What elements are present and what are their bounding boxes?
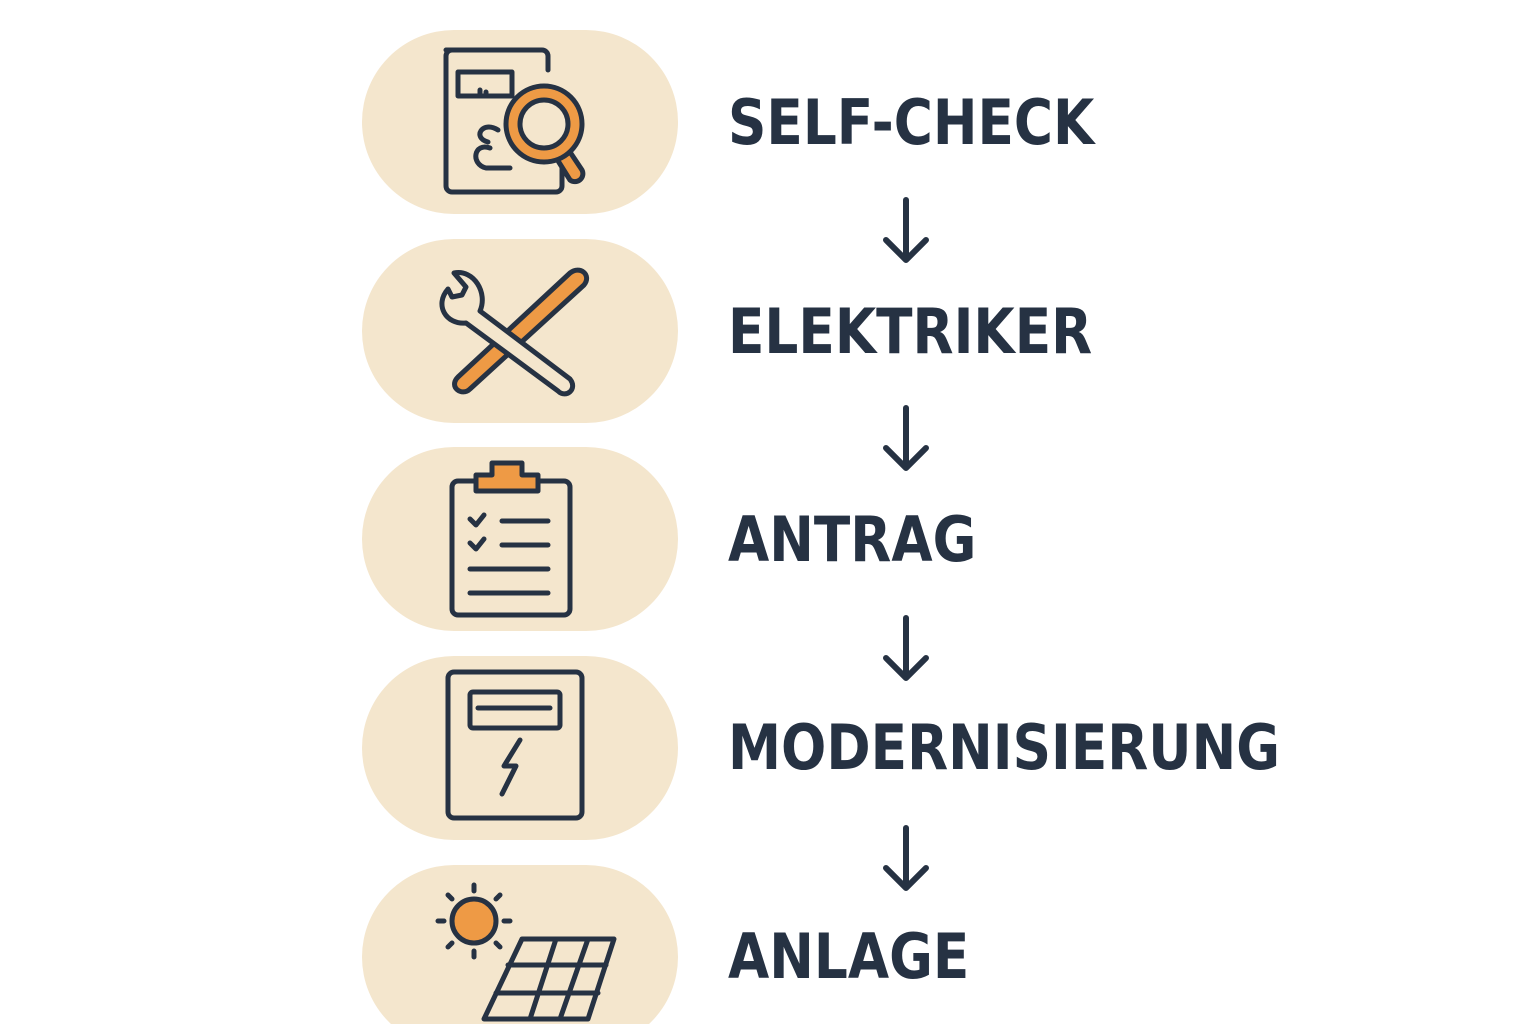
step-label-elektriker: ELEKTRIKER (728, 295, 1093, 368)
step-self-check-pill (362, 30, 678, 214)
arrow-down-icon (880, 196, 932, 266)
electrical-cabinet-icon (445, 669, 585, 821)
document-search-icon (443, 47, 586, 195)
step-label-self-check: SELF-CHECK (728, 86, 1095, 159)
step-label-antrag: ANTRAG (728, 503, 977, 576)
step-label-anlage: ANLAGE (728, 920, 970, 993)
step-antrag-pill (362, 447, 678, 631)
wrench-tools-icon (439, 267, 590, 397)
clipboard-checklist-icon (449, 460, 573, 618)
arrow-down-icon (880, 404, 932, 474)
arrow-down-icon (880, 614, 932, 684)
step-elektriker-pill (362, 239, 678, 423)
step-anlage-pill (362, 865, 678, 1024)
solar-panel-sun-icon (435, 882, 617, 1022)
step-label-modernisierung: MODERNISIERUNG (728, 711, 1280, 784)
step-modernisierung-pill (362, 656, 678, 840)
arrow-down-icon (880, 824, 932, 894)
